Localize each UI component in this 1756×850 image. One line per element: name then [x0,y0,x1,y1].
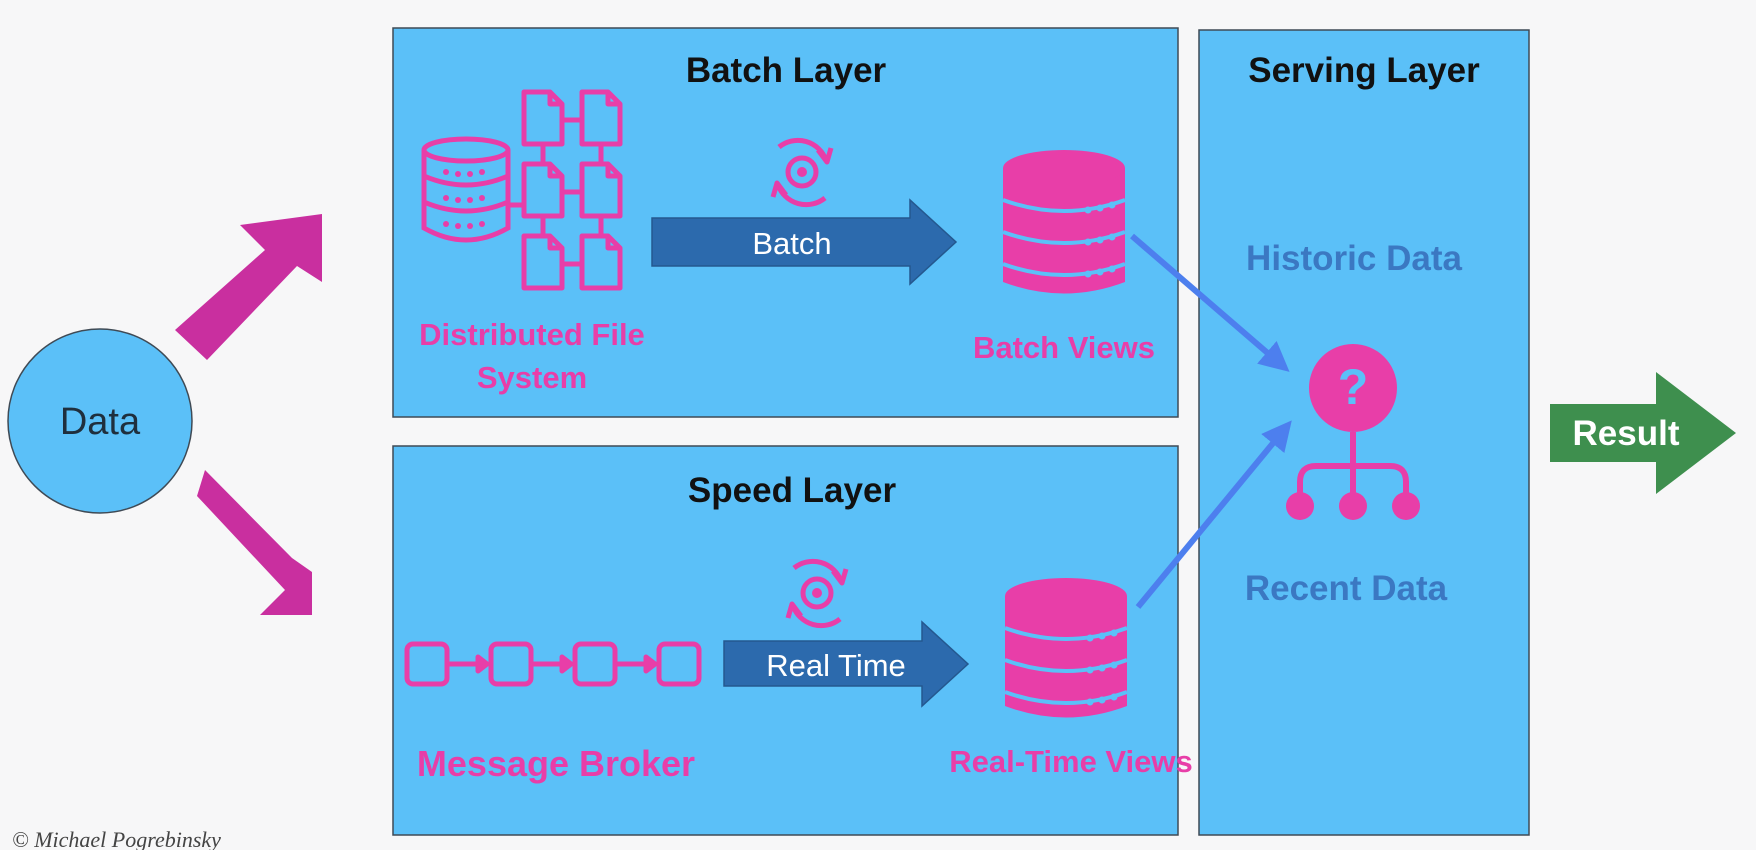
batch-to-serving-connector [1130,233,1290,372]
batch-process-arrow [651,198,958,286]
speed-layer-title: Speed Layer [688,471,897,510]
realtime-views-label: Real-Time Views [949,744,1193,779]
data-node: Data [7,328,193,514]
arrow-to-batch-layer [175,214,322,360]
batch-layer-title: Batch Layer [686,51,887,90]
realtime-process-arrow [723,620,970,708]
distributed-files-icon [521,89,623,291]
batch-views-database-icon [1002,150,1126,294]
query-question-icon: ? [1286,344,1420,520]
processing-gear-icon [770,137,834,208]
serving-layer-panel: Serving Layer Historic Data Recent Data … [1198,29,1530,836]
historic-data-label: Historic Data [1246,239,1462,278]
realtime-process-arrow-label: Real Time [766,648,906,683]
serving-layer-title: Serving Layer [1248,51,1480,90]
realtime-gear-icon [785,558,849,629]
data-node-label: Data [60,401,141,443]
copyright-credit: © Michael Pogrebinsky [12,827,221,850]
recent-data-label: Recent Data [1245,569,1448,608]
result-arrow: Result [1550,372,1736,494]
question-mark-icon: ? [1338,359,1369,415]
realtime-to-serving-connector [1135,420,1292,609]
batch-process-arrow-label: Batch [752,226,831,261]
batch-source-label-line2: System [477,360,587,395]
batch-views-label: Batch Views [973,330,1155,365]
arrow-to-speed-layer [197,470,312,615]
database-outline-icon [421,136,522,243]
result-label: Result [1573,414,1680,453]
batch-layer-panel: Batch Layer [392,27,1179,418]
message-queue-icon [404,641,702,687]
speed-layer-panel: Speed Layer Message Broker Real Time [392,445,1179,836]
realtime-views-database-icon [1004,578,1128,718]
batch-source-label-line1: Distributed File [419,317,645,352]
speed-source-label: Message Broker [417,743,695,784]
